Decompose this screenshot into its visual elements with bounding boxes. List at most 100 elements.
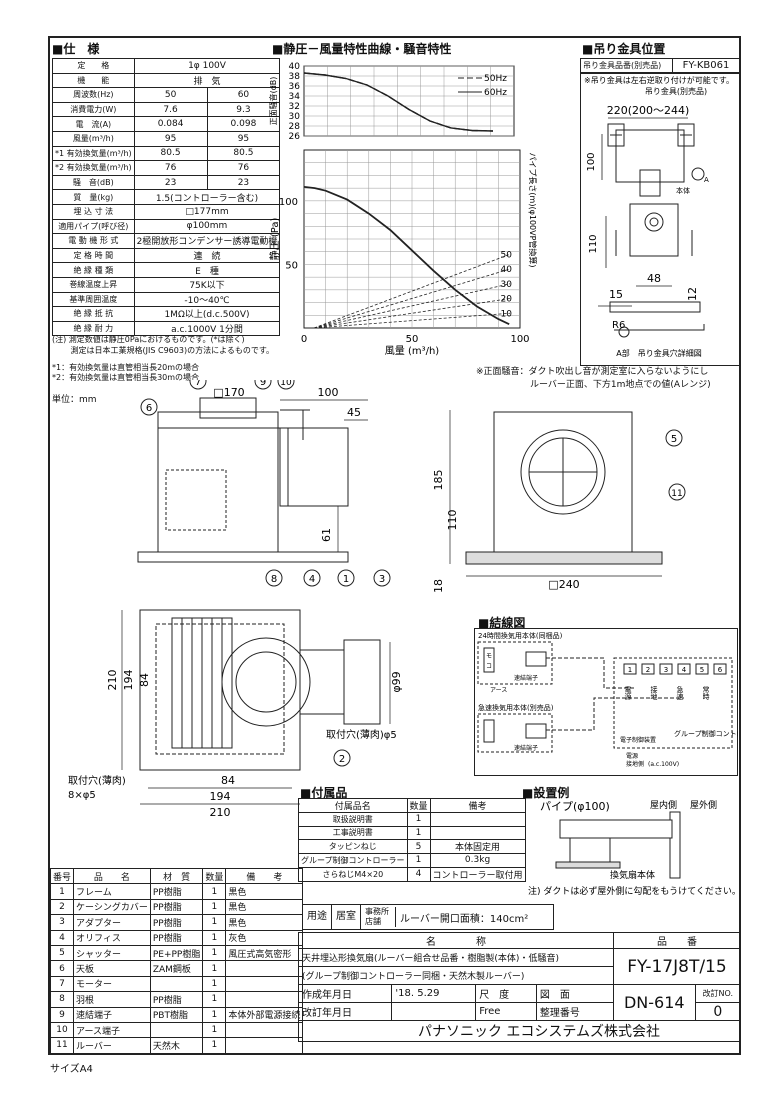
product-number: FY-17J8T/15 <box>612 948 742 985</box>
noise-ytick: 40 <box>289 62 301 72</box>
balloon-1: 1 <box>343 574 349 585</box>
front-noise-note-2: ルーバー正面、下方1m地点での値(Aレンジ) <box>530 380 711 390</box>
dim-84v: 84 <box>138 673 151 687</box>
product-drawings: □170 100 45 61 6 7 9 10 185 110 18 □240 … <box>68 380 686 819</box>
dim-45: 45 <box>347 406 361 419</box>
spec-title: ■仕 様 <box>52 42 100 56</box>
dim-210h: 210 <box>210 806 231 819</box>
noise-ytick: 34 <box>289 92 301 102</box>
acc-header: 付属品名数量備考 <box>298 798 526 813</box>
dim-61: 61 <box>320 528 333 542</box>
install-outdoor: 屋外側 <box>690 799 717 811</box>
pipe-line <box>313 283 511 329</box>
bracket-a: A <box>704 176 709 184</box>
balloon-7: 7 <box>195 380 201 388</box>
bracket-box-no: FY-KB061 <box>682 60 730 71</box>
terminal-label: 急速 <box>676 685 684 701</box>
svg-text:速結端子: 速結端子 <box>514 744 538 752</box>
pq-y2tick: 50 <box>501 250 513 260</box>
terminal-label: 電源 <box>624 686 632 701</box>
terminal-number: 2 <box>646 666 650 674</box>
wiring-unit1: 24時間換気用本体(同梱品) <box>478 631 563 640</box>
dim-110: 110 <box>446 510 459 531</box>
bracket-drawing: ※吊り金具は左右逆取り付けが可能です。 吊り金具(別売品) 220(200～24… <box>584 75 734 358</box>
spec-row: 定 格 時 間連 続 <box>52 247 281 264</box>
front-view: 185 110 18 □240 5 11 <box>432 410 686 593</box>
pq-xlabel: 風量 (m³/h) <box>385 345 440 357</box>
balloon-6: 6 <box>146 403 152 414</box>
hole-label-1: 取付穴(薄肉)φ5 <box>326 728 397 741</box>
terminal-number: 4 <box>682 666 687 674</box>
balloon-9: 9 <box>260 380 266 388</box>
terminal-number: 6 <box>718 666 723 674</box>
product-name-1: 天井埋込形換気扇(ルーバー組合せ品番・樹脂製(本体)・低騒音) <box>298 948 614 967</box>
terminal-number: 3 <box>664 666 668 674</box>
balloon-3: 3 <box>379 574 385 585</box>
hole-label-2b: 8×φ5 <box>68 790 96 801</box>
wiring-title: ■結線図 <box>478 616 526 630</box>
pipe-line <box>313 312 511 329</box>
bracket-body: 本体 <box>676 186 690 195</box>
pq-y2tick: 20 <box>501 295 513 305</box>
date: '18. 5.29 <box>391 984 477 1003</box>
unit-label: 単位：mm <box>52 395 97 405</box>
terminal-box <box>677 663 691 675</box>
dim-185: 185 <box>432 470 445 491</box>
install-note: 注) ダクトは必ず屋外側に勾配をもうけてください。 <box>528 885 738 897</box>
spec-row: 適用パイプ(呼び径)φ100mm <box>52 218 281 235</box>
bracket-title: ■吊り金具位置 <box>582 42 666 56</box>
terminal-box <box>659 663 673 675</box>
svg-text:アース: アース <box>490 687 507 694</box>
balloon-11: 11 <box>671 489 682 499</box>
balloon-4: 4 <box>309 574 315 585</box>
pq-ylabel: 静圧 (Pa) <box>268 218 281 261</box>
bracket-d110: 110 <box>588 234 599 253</box>
pq-y2tick: 10 <box>501 309 513 319</box>
svg-text:接地側: 接地側 <box>626 760 644 768</box>
terminal-label: 常時 <box>702 685 710 700</box>
bracket-note: ※吊り金具は左右逆取り付けが可能です。 <box>584 75 734 85</box>
spec-row: 質 量(kg)1.5(コントローラー含む) <box>52 189 281 205</box>
side-view: □170 100 45 61 6 7 9 10 <box>137 380 368 563</box>
wiring-box <box>474 628 738 776</box>
spec-row: 埋 込 寸 法□177mm <box>52 203 281 220</box>
title-table: 名 称 品 番 天井埋込形換気扇(ルーバー組合せ品番・樹脂製(本体)・低騒音) … <box>297 932 742 1042</box>
install-drawing: パイプ(φ100) 屋内側 屋外側 換気扇本体 注) ダクトは必ず屋外側に勾配を… <box>528 799 738 897</box>
pq-y2label: パイプ長さ(m)(φ100VP管換算) <box>528 152 538 267</box>
svg-text:コ: コ <box>486 663 492 670</box>
bracket-panel <box>580 72 740 366</box>
spec-row: 機 能排 気 <box>52 72 281 89</box>
revision: 0 <box>694 1002 742 1021</box>
pq-xtick: 100 <box>510 334 529 345</box>
svg-text:グループ制御コントローラー: グループ制御コントローラー <box>674 729 738 738</box>
hole-label-2a: 取付穴(薄肉) <box>68 774 126 787</box>
dim-194h: 194 <box>210 790 231 803</box>
pq-ytick: 50 <box>285 260 298 271</box>
terminal-number: 5 <box>700 666 704 674</box>
bracket-d15: 15 <box>609 288 623 301</box>
dim-100: 100 <box>318 386 339 399</box>
front-noise-note-1: ※正面騒音：ダクト吹出し音が測定室に入らないようにし <box>476 367 709 377</box>
opening-area: ルーバー開口面積：140cm² <box>400 913 529 925</box>
